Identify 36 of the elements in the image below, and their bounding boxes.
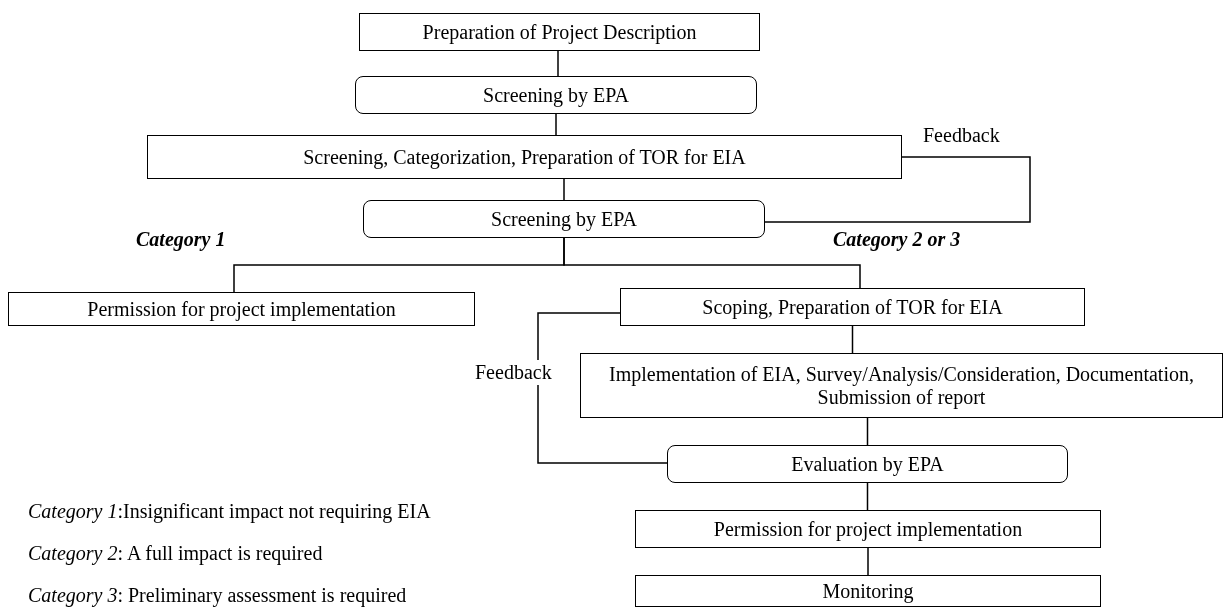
- connector-line: [537, 312, 668, 464]
- rounded-process-box: [355, 76, 757, 114]
- box-text: Screening by EPA: [482, 83, 630, 107]
- connector-line: [557, 50, 559, 77]
- category-heading: Category 1: [136, 228, 226, 251]
- process-box: [635, 510, 1101, 548]
- process-box: [359, 13, 760, 51]
- connector-line: [563, 178, 565, 201]
- rounded-process-box: [363, 200, 765, 238]
- connector-line: [866, 482, 869, 511]
- connector-line: [563, 237, 861, 289]
- note-text: Category 3: Preliminary assessment is required: [28, 584, 407, 607]
- connector-line: [851, 325, 854, 354]
- process-box: [580, 353, 1223, 418]
- box-text: Preparation of Project Description: [421, 20, 698, 44]
- box-text: Scoping, Preparation of TOR for EIA: [701, 295, 1004, 319]
- process-box: [147, 135, 902, 179]
- edge-label: Feedback: [472, 360, 555, 385]
- note-text: Category 1:Insignificant impact not requiring EIA: [28, 500, 431, 523]
- note-text: Category 2: A full impact is required: [28, 542, 323, 565]
- box-text: Implementation of EIA, Survey/Analysis/Consideration, Documentation, Submission of report: [608, 362, 1195, 409]
- connector-line: [555, 113, 557, 136]
- connector-line: [867, 547, 869, 576]
- box-text: Permission for project implementation: [86, 297, 397, 321]
- process-box: [8, 292, 475, 326]
- process-box: [635, 575, 1101, 607]
- box-text: Monitoring: [821, 579, 915, 603]
- rounded-process-box: [667, 445, 1068, 483]
- category-heading: Category 2 or 3: [833, 228, 961, 251]
- connector-line: [866, 417, 869, 446]
- process-box: [620, 288, 1085, 326]
- box-text: Screening by EPA: [490, 207, 638, 231]
- box-text: Permission for project implementation: [712, 517, 1024, 541]
- connector-line: [764, 156, 1031, 223]
- box-text: Screening, Categorization, Preparation of TOR for EIA: [302, 145, 747, 169]
- box-text: Evaluation by EPA: [790, 452, 945, 476]
